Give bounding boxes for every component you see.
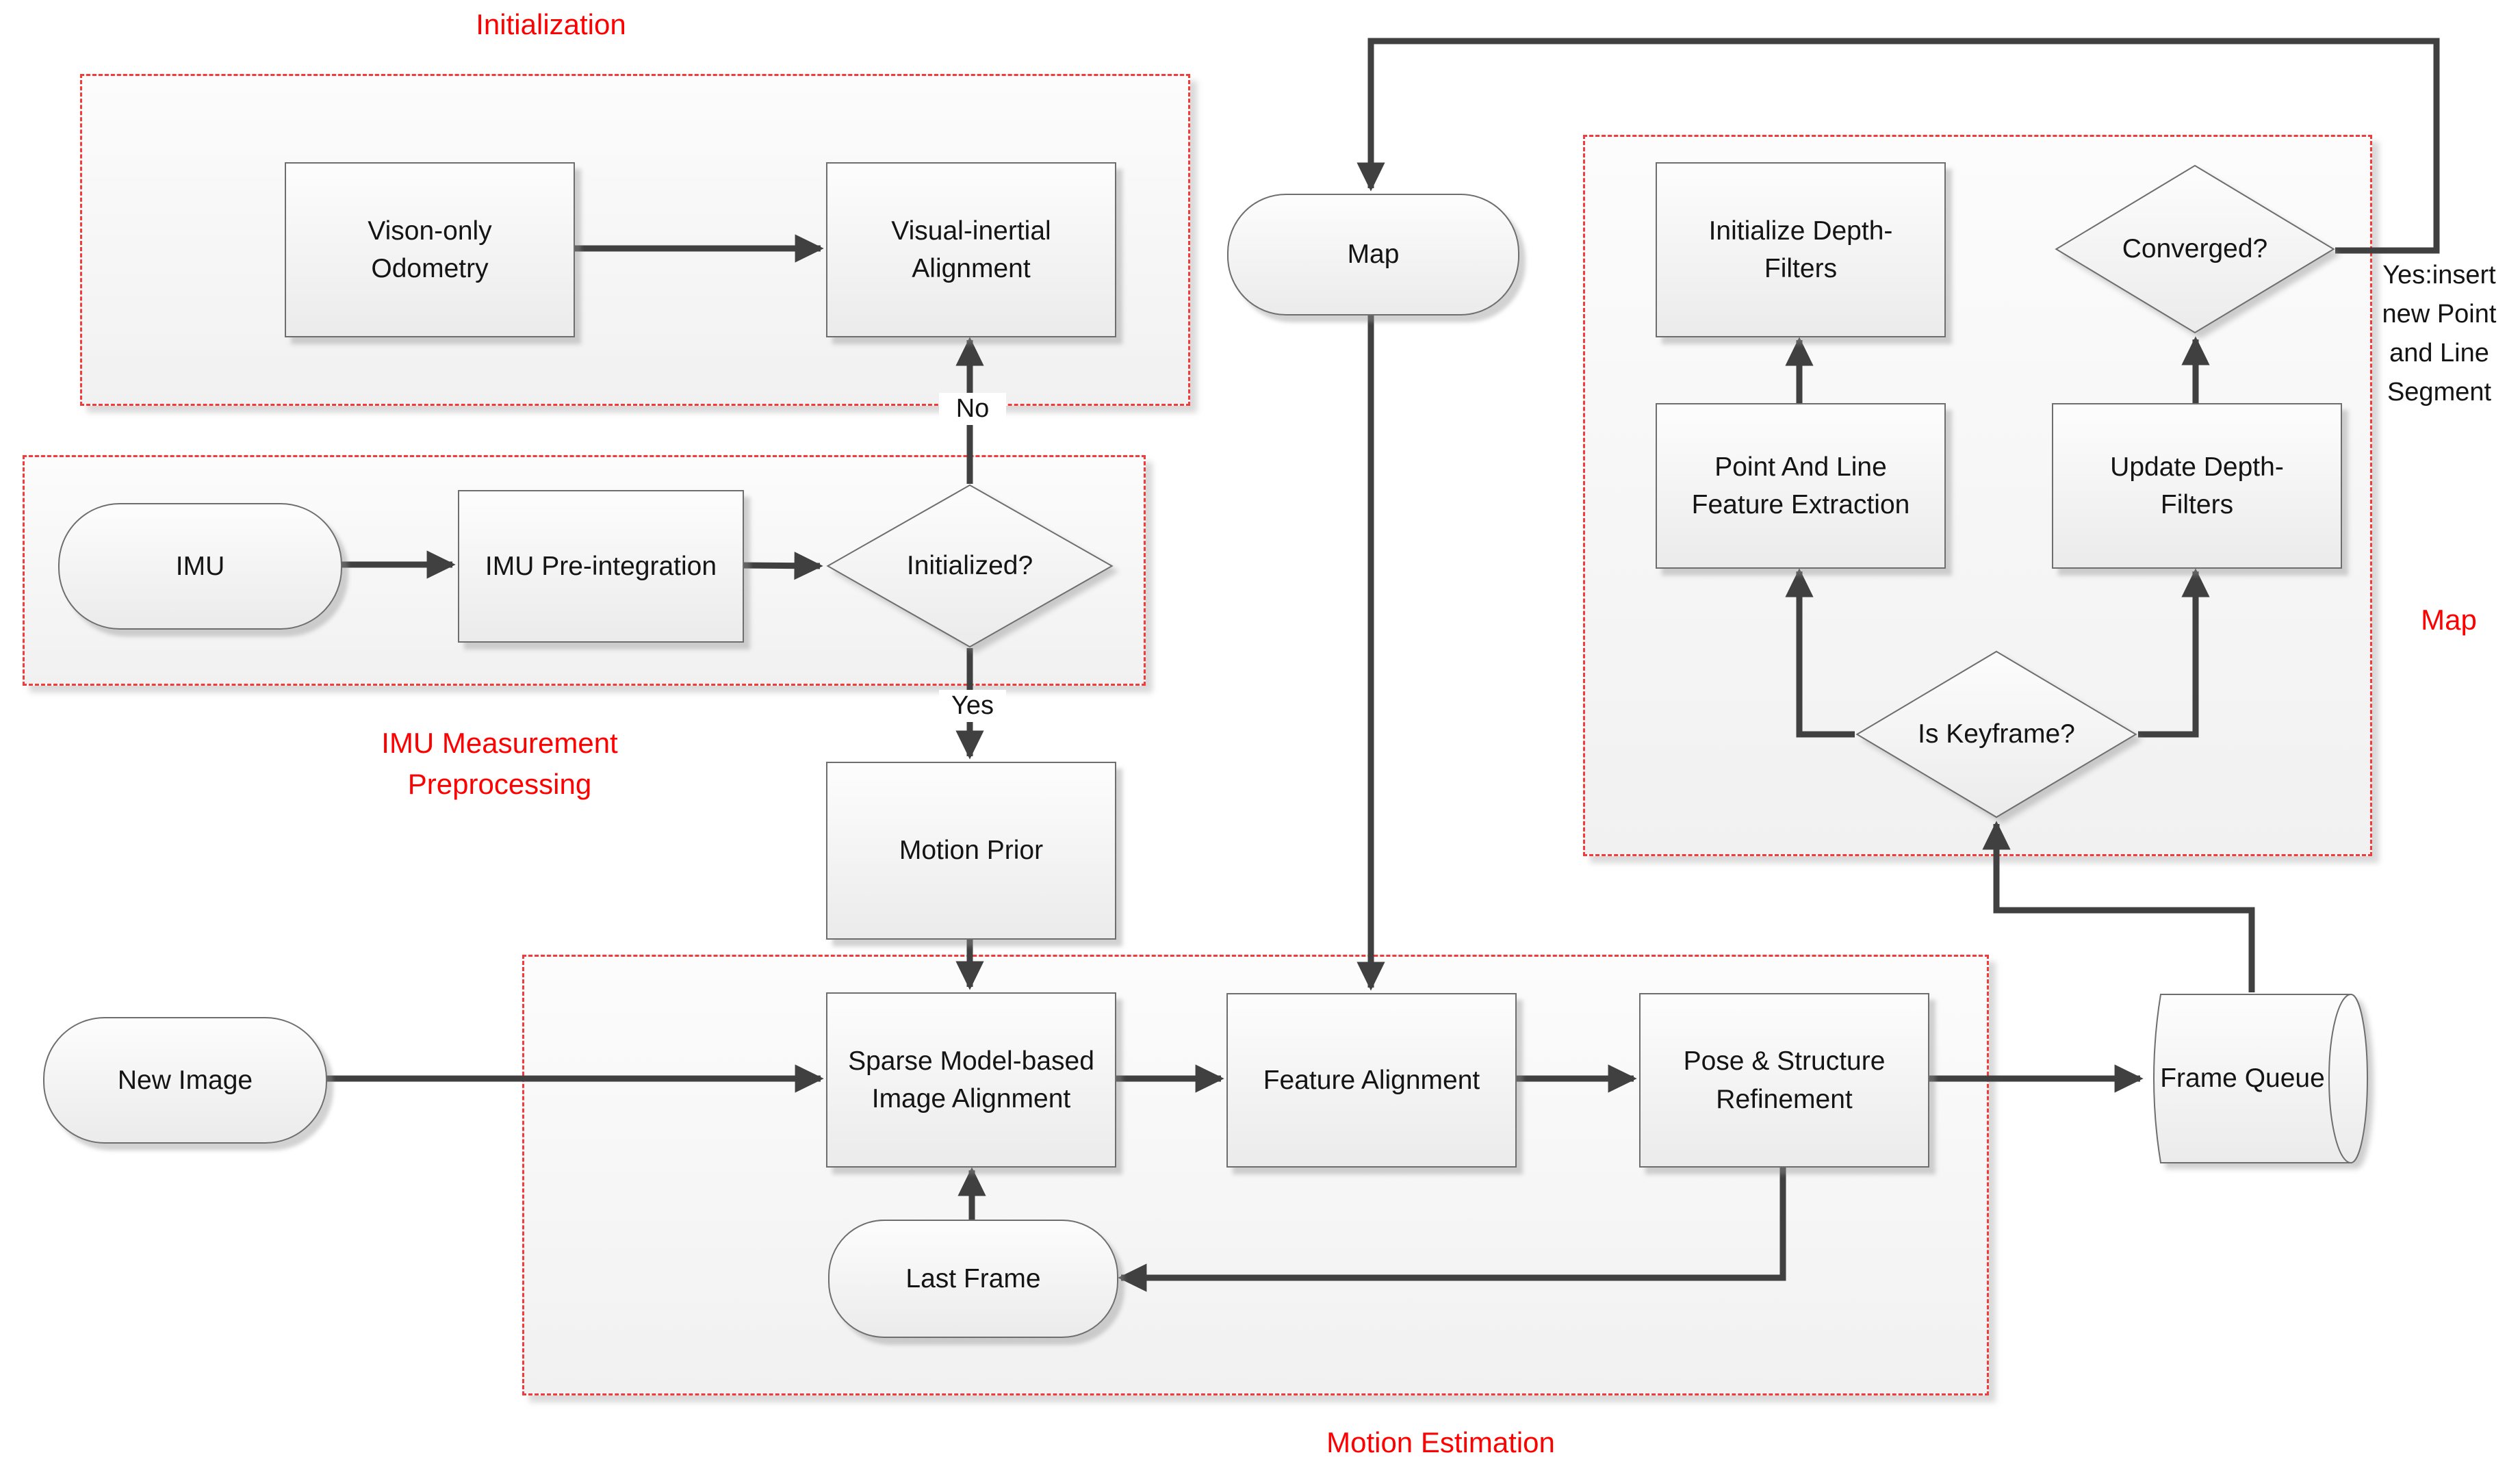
node-label: Update Depth- Filters	[2110, 452, 2284, 519]
node-label: Initialized?	[906, 551, 1033, 581]
diamond-shape	[825, 484, 1114, 648]
node-feature-alignment: Feature Alignment	[1226, 993, 1517, 1168]
diamond-shape	[2054, 164, 2336, 334]
edge-converged-yes-to-map	[1357, 38, 2440, 254]
node-label: Initialize Depth- Filters	[1708, 216, 1893, 283]
node-new-image: New Image	[43, 1017, 327, 1144]
node-label: Motion Prior	[899, 836, 1044, 866]
node-label: Converged?	[2122, 234, 2268, 264]
node-label: Visual-inertial Alignment	[891, 216, 1051, 283]
node-point-and-line-feature-extraction: Point And Line Feature Extraction	[1656, 403, 1946, 569]
node-sparse-model-based-image-alignment: Sparse Model-based Image Alignment	[826, 992, 1116, 1168]
branch-label-yes: Yes	[939, 690, 1006, 722]
node-label: Map	[1347, 240, 1400, 270]
node-is-keyframe-decision: Is Keyframe?	[1855, 650, 2138, 819]
node-pose-structure-refinement: Pose & Structure Refinement	[1639, 993, 1929, 1168]
region-title-initialization: Initialization	[476, 8, 626, 40]
node-label: IMU	[175, 551, 225, 581]
node-last-frame: Last Frame	[828, 1220, 1118, 1338]
node-label: Vison-only Odometry	[368, 216, 492, 283]
node-imu-pre-integration: IMU Pre-integration	[458, 490, 744, 643]
edge-preintegration-to-initialized	[741, 552, 823, 580]
node-vision-only-odometry: Vison-only Odometry	[285, 162, 575, 337]
edge-framequeue-to-iskeyframe	[1982, 821, 2255, 992]
node-label: Last Frame	[905, 1263, 1041, 1293]
edge-iskeyframe-to-updatedepth	[2138, 568, 2210, 738]
region-title-map: Map	[2421, 604, 2477, 636]
node-initialize-depth-filters: Initialize Depth- Filters	[1656, 162, 1946, 337]
region-title-motion-estimation: Motion Estimation	[1326, 1426, 1555, 1458]
node-label: New Image	[117, 1065, 253, 1095]
branch-annotation-converged-yes: Yes:insert new Point and Line Segment	[2382, 261, 2497, 407]
node-label: Feature Alignment	[1263, 1065, 1480, 1095]
node-label: Pose & Structure Refinement	[1683, 1046, 1886, 1114]
node-frame-queue: Frame Queue	[2146, 992, 2368, 1165]
node-imu: IMU	[58, 503, 342, 630]
region-title-imu-measurement-preprocessing: IMU Measurement Preprocessing	[381, 727, 618, 800]
cylinder-shape	[2153, 994, 2368, 1163]
node-motion-prior: Motion Prior	[826, 762, 1116, 940]
diamond-shape	[1855, 650, 2138, 819]
node-label: Frame Queue	[2160, 1064, 2325, 1094]
node-converged-decision: Converged?	[2054, 164, 2336, 334]
node-map: Map	[1227, 194, 1519, 315]
node-label: Point And Line Feature Extraction	[1691, 452, 1910, 519]
node-label: Sparse Model-based Image Alignment	[848, 1046, 1094, 1113]
branch-label-no: No	[939, 393, 1006, 425]
edge-pose-to-lastframe	[1118, 1165, 1786, 1292]
edge-iskeyframe-to-pointline	[1785, 568, 1855, 738]
node-update-depth-filters: Update Depth- Filters	[2052, 403, 2342, 569]
node-initialized-decision: Initialized?	[825, 484, 1114, 648]
node-label: IMU Pre-integration	[485, 551, 717, 581]
node-label: Is Keyframe?	[1918, 719, 2075, 749]
node-visual-inertial-alignment: Visual-inertial Alignment	[826, 162, 1116, 337]
